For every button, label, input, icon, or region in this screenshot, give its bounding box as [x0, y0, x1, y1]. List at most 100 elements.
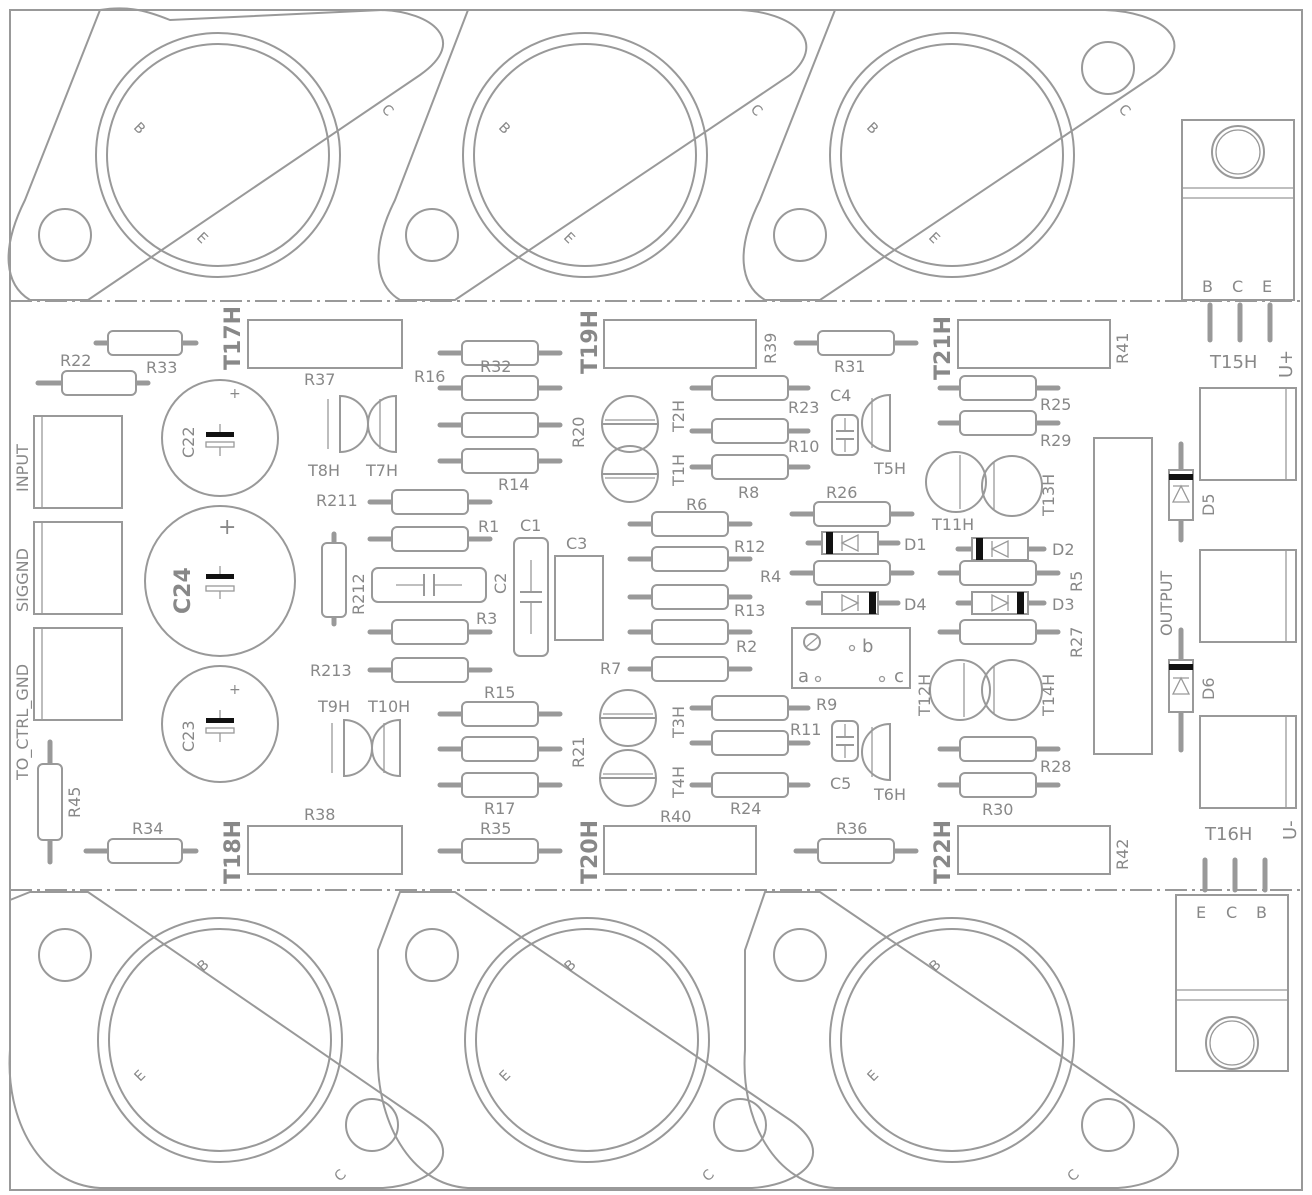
r30-label: R30: [982, 800, 1013, 819]
t21h-pin-c: C: [1115, 102, 1133, 120]
t14h-label: T14H: [1039, 674, 1058, 717]
t22h-pin-c: C: [1065, 1167, 1083, 1185]
c24-label: C24: [171, 567, 196, 614]
t16h-pin-2: C: [1226, 903, 1237, 922]
r1-label: R1: [478, 517, 499, 536]
r2-label: R2: [736, 637, 757, 656]
r27-label: R27: [1067, 627, 1086, 658]
trimmer-pin-b: b: [862, 636, 873, 657]
r39-label: R39: [761, 333, 780, 364]
r26-label: R26: [826, 483, 857, 502]
t17h-pin-c: C: [378, 102, 396, 120]
t19h-label: T19H: [578, 310, 603, 374]
c23-label: C23: [179, 720, 198, 752]
r38-label: R38: [304, 805, 335, 824]
t4h-label: T4H: [669, 766, 688, 799]
trimmer-pin-c: c: [894, 666, 904, 687]
t22h-pin-e: E: [865, 1067, 883, 1085]
t11h-label: T11H: [931, 515, 974, 534]
c3-label: C3: [566, 534, 587, 553]
r31-label: R31: [834, 357, 865, 376]
t17h-pin-e: E: [193, 230, 211, 248]
t22h-pin-b: B: [927, 957, 945, 975]
t20h-pin-e: E: [497, 1067, 515, 1085]
t16h-pin-3: B: [1256, 903, 1267, 922]
power-transistor-t20h: B C E: [376, 891, 814, 1189]
r40-label: R40: [660, 807, 691, 826]
film-capacitors: C2 C1 C3 C4 C5: [371, 386, 859, 793]
connector-siggnd-label: SIGGND: [13, 548, 32, 612]
r32-label: R32: [480, 357, 511, 376]
large-resistors: R37 R39 R41 R38 R40 R42: [247, 319, 1132, 875]
r10-label: R10: [788, 437, 819, 456]
r17-label: R17: [484, 799, 515, 818]
t17h-pin-b: B: [130, 120, 148, 138]
r21-label: R21: [569, 737, 588, 768]
r5-label: R5: [1067, 571, 1086, 592]
connector-input-label: INPUT: [13, 444, 32, 492]
input-connectors: INPUT SIGGND TO_CTRL_GND: [13, 415, 123, 781]
trimmer-pin-a: a: [798, 666, 809, 687]
trimmer-potentiometer: a b c: [791, 627, 911, 689]
power-transistor-t19h: B C E: [377, 9, 808, 301]
r8-label: R8: [738, 483, 759, 502]
r42-label: R42: [1113, 839, 1132, 870]
r41-label: R41: [1113, 333, 1132, 364]
r13-label: R13: [734, 601, 765, 620]
connector-to-ctrl-gnd-label: TO_CTRL_GND: [13, 664, 33, 781]
t8h-label: T8H: [307, 461, 340, 480]
t17h-label: T17H: [221, 306, 246, 370]
r12-label: R12: [734, 537, 765, 556]
t12h-label: T12H: [915, 674, 934, 717]
t21h-pin-e: E: [925, 230, 943, 248]
t1h-label: T1H: [669, 454, 688, 487]
rail-plus-label: U+: [1276, 350, 1297, 378]
r36-label: R36: [836, 819, 867, 838]
r212-label: R212: [349, 573, 368, 615]
d5-label: D5: [1199, 494, 1218, 517]
power-transistor-t21h: B C E: [742, 9, 1176, 301]
r14-label: R14: [498, 475, 529, 494]
t20h-label: T20H: [578, 820, 603, 884]
d1-label: D1: [904, 535, 927, 554]
t7h-label: T7H: [365, 461, 398, 480]
t15h-pin-1: B: [1202, 277, 1213, 296]
r213-label: R213: [310, 661, 352, 680]
c23-plus: +: [229, 682, 241, 698]
power-transistor-labels: T17H T19H T21H T18H T20H T22H: [221, 306, 956, 884]
r7-label: R7: [600, 659, 621, 678]
t13h-label: T13H: [1039, 474, 1058, 517]
r34-label: R34: [132, 819, 163, 838]
r11-label: R11: [790, 720, 821, 739]
r3-label: R3: [476, 609, 497, 628]
small-transistors: T8H T7H T9H T10H T2H T1H T3H T4H T5H T6H: [307, 393, 1058, 807]
t21h-label: T21H: [931, 316, 956, 380]
r6-label: R6: [686, 495, 707, 514]
output-connectors: OUTPUT: [1093, 387, 1297, 809]
t18h-pin-e: E: [132, 1067, 150, 1085]
top-power-transistors: B C E B C E B C E: [7, 7, 1176, 301]
t19h-pin-b: B: [495, 120, 513, 138]
c4-label: C4: [830, 386, 851, 405]
t19h-pin-e: E: [560, 230, 578, 248]
r4-label: R4: [760, 567, 781, 586]
t21h-pin-b: B: [863, 120, 881, 138]
c5-label: C5: [830, 774, 851, 793]
t9h-label: T9H: [317, 697, 350, 716]
t20h-pin-c: C: [700, 1167, 718, 1185]
resistor-labels: R22 R33 R16 R32 R20 R14 R31 R23 R10 R8 R…: [60, 351, 1086, 838]
t22h-label: T22H: [931, 820, 956, 884]
d2-label: D2: [1052, 540, 1075, 559]
r37-label: R37: [304, 370, 335, 389]
rail-minus-label: U-: [1280, 820, 1301, 840]
resistor-bodies: [35, 330, 1061, 865]
d3-label: D3: [1052, 595, 1075, 614]
t18h-pin-c: C: [332, 1167, 350, 1185]
r15-label: R15: [484, 683, 515, 702]
r16-label: R16: [414, 367, 445, 386]
r23-label: R23: [788, 398, 819, 417]
c2-label: C2: [491, 573, 510, 594]
r45-label: R45: [65, 787, 84, 818]
t15h-label: T15H: [1209, 352, 1257, 373]
